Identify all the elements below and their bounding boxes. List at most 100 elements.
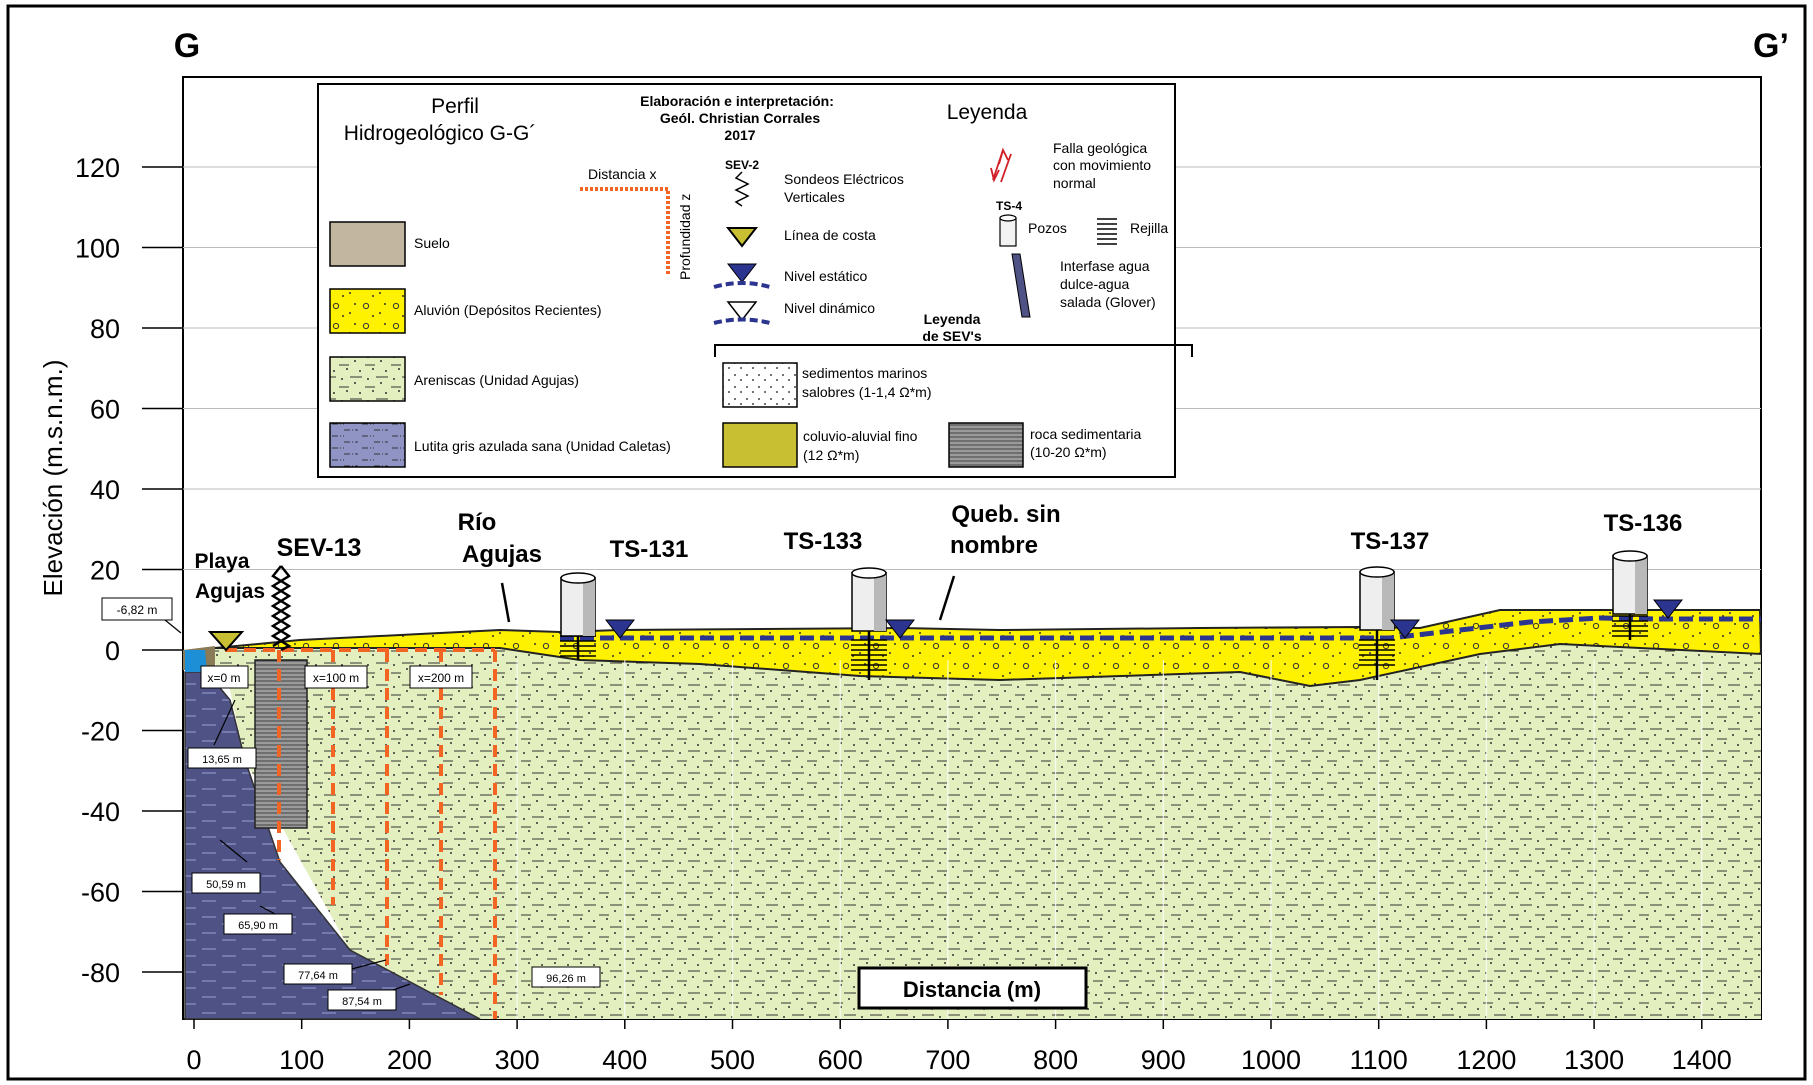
depth-box-5: 87,54 m: [327, 989, 397, 1011]
depth-label-2: 50,59 m: [206, 879, 246, 891]
y-tick-label: -60: [81, 878, 120, 908]
distance-depth-indicator: [580, 187, 670, 275]
fault-label-line3: normal: [1053, 175, 1096, 191]
distance-x-label: Distancia x: [588, 166, 656, 182]
x-marker-0-label: x=0 m: [207, 671, 240, 685]
well-2: [851, 567, 887, 680]
corner-label-left: G: [174, 27, 200, 65]
wells: [560, 550, 1648, 680]
well-legend-icon: [999, 214, 1017, 247]
sev-label-line2: Verticales: [784, 189, 845, 205]
y-tick-label: 40: [90, 475, 120, 505]
x-tick-label: 1000: [1241, 1045, 1301, 1075]
dynamic-legend-icon: [726, 301, 758, 322]
marine-label-line1: sedimentos marinos: [802, 365, 927, 381]
creek-label-line2: nombre: [950, 532, 1038, 559]
well-4: [1612, 550, 1648, 640]
x-tick-label: 1100: [1350, 1045, 1408, 1075]
ts-code-label: TS-4: [996, 199, 1022, 213]
y-tick-label: 120: [75, 153, 120, 183]
corner-label-right: G’: [1753, 27, 1789, 65]
x-tick-label: 100: [279, 1045, 324, 1075]
y-axis-label: Elevación (m.s.n.m.): [38, 360, 68, 597]
beach-label-line2: Agujas: [195, 580, 265, 603]
y-tick-label: 20: [90, 556, 120, 586]
x-tick-label: 600: [818, 1045, 863, 1075]
sea-depth-box: -6,82 m: [101, 597, 173, 621]
pointer-lines: [500, 575, 956, 623]
water-level-markers: [604, 599, 1684, 639]
sev-code-label: SEV-2: [725, 158, 759, 172]
interface-label-line1: Interfase agua: [1060, 258, 1150, 274]
interface-label-line2: dulce-agua: [1060, 276, 1129, 292]
credit-line2: Geól. Christian Corrales: [660, 110, 820, 126]
fault-icon: [990, 147, 1012, 183]
colluvial-label-line2: (12 Ω*m): [803, 447, 859, 463]
sev-legend-title-line1: Leyenda: [924, 311, 981, 327]
x-tick-label: 500: [710, 1045, 755, 1075]
y-tick-label: -20: [81, 717, 120, 747]
credit-line3: 2017: [724, 127, 755, 143]
interface-label-line3: salada (Glover): [1060, 294, 1156, 310]
sev-legend-icon: [734, 171, 750, 207]
y-tick-label: 60: [90, 395, 120, 425]
sev-label-line1: Sondeos Eléctricos: [784, 171, 904, 187]
label-soil: Suelo: [414, 235, 450, 251]
static-label: Nivel estático: [784, 268, 867, 284]
static-legend-icon: [726, 263, 758, 283]
rock-label-line2: (10-20 Ω*m): [1030, 444, 1107, 460]
x-tick-label: 0: [186, 1045, 201, 1075]
coast-label: Línea de costa: [784, 227, 876, 243]
legend-title-line2: Hidrogeológico G-G´: [344, 122, 537, 145]
x-marker-100-label: x=100 m: [313, 671, 359, 685]
x-axis-label-box: Distancia (m): [857, 966, 1088, 1010]
y-tick-label: 80: [90, 314, 120, 344]
x-tick-label: 800: [1033, 1045, 1078, 1075]
sev-dashed-boundaries: [225, 648, 497, 1019]
well-1: [560, 572, 596, 660]
well-3: [1359, 566, 1395, 680]
y-tick-label: -80: [81, 958, 120, 988]
sandstone-unit: [207, 644, 1761, 1019]
depth-label-1: 13,65 m: [202, 754, 242, 766]
depth-box-3: 65,90 m: [223, 913, 293, 935]
swatch-alluvium: [329, 288, 406, 334]
marine-label-line2: salobres (1-1,4 Ω*m): [802, 384, 932, 400]
fault-label-line2: con movimiento: [1053, 157, 1151, 173]
interface-legend-icon: [1011, 253, 1031, 318]
screen-label: Rejilla: [1130, 220, 1168, 236]
y-tick-label: -40: [81, 797, 120, 827]
dynamic-label: Nivel dinámico: [784, 300, 875, 316]
y-tick-label: 100: [75, 234, 120, 264]
legend-title-line1: Perfil: [431, 95, 479, 118]
well-label-ts133: TS-133: [784, 528, 863, 555]
creek-label-line1: Queb. sin: [951, 501, 1060, 528]
sev-legend-bracket: [714, 344, 1193, 357]
depth-box-1: 13,65 m: [187, 747, 257, 769]
x-tick-label: 200: [387, 1045, 432, 1075]
beach-label-line1: Playa: [195, 550, 250, 573]
swatch-marine: [722, 362, 798, 408]
well-label-ts137: TS-137: [1351, 528, 1430, 555]
river-label-line1: Río: [458, 509, 497, 536]
x-tick-label: 1300: [1564, 1045, 1624, 1075]
swatch-shale: [329, 422, 406, 468]
legend-box: Perfil Hidrogeológico G-G´ Elaboración e…: [317, 83, 1193, 478]
well-label-ts131: TS-131: [610, 536, 689, 563]
colluvial-label-line1: coluvio-aluvial fino: [803, 428, 918, 444]
depth-box-4: 77,64 m: [283, 963, 353, 985]
label-shale: Lutita gris azulada sana (Unidad Caletas…: [414, 438, 671, 454]
sev-13-label: SEV-13: [277, 534, 362, 562]
sea-depth-label: -6,82 m: [117, 603, 158, 617]
fault-label-line1: Falla geológica: [1053, 140, 1147, 156]
depth-label-3: 65,90 m: [238, 920, 278, 932]
coast-legend-icon: [725, 227, 759, 248]
x-marker-200-label: x=200 m: [418, 671, 464, 685]
x-marker-0: x=0 m: [200, 665, 249, 689]
x-tick-label: 1200: [1456, 1045, 1516, 1075]
x-marker-200: x=200 m: [409, 665, 473, 689]
x-tick-label: 300: [495, 1045, 540, 1075]
sev-legend-title-line2: de SEV's: [922, 328, 982, 344]
x-tick-label: 1400: [1672, 1045, 1732, 1075]
